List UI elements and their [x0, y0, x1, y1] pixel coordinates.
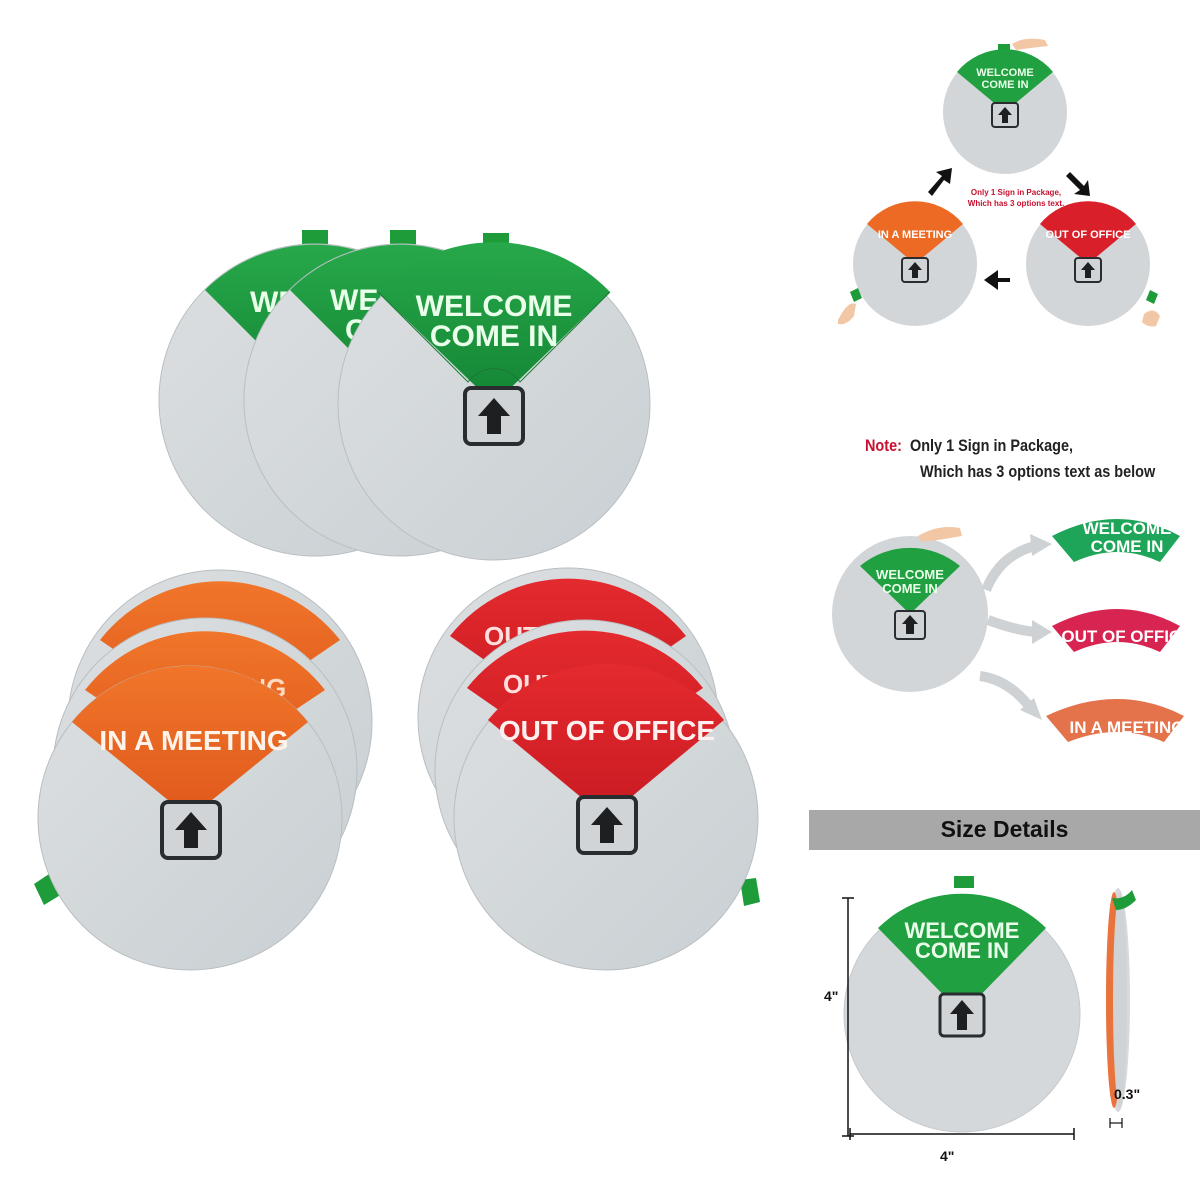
- thickness-label: 0.3": [1114, 1086, 1141, 1102]
- cycle-disc-welcome: [943, 44, 1067, 174]
- option-welcome-line2: COME IN: [1090, 537, 1164, 556]
- cycle-welcome-line1: WELCOME: [976, 67, 1033, 79]
- out-text: OUT OF OFFICE: [499, 715, 715, 746]
- options-welcome-line2: COME IN: [882, 581, 938, 596]
- arrow-icon: [986, 615, 1036, 637]
- cycle-disc-out: [1026, 201, 1158, 326]
- arrow-icon: [984, 270, 1010, 290]
- cycle-welcome-line2: COME IN: [981, 79, 1028, 91]
- height-label: 4": [824, 988, 839, 1004]
- cycle-disc-meeting: [850, 201, 977, 326]
- option-out-text: OUT OF OFFICE: [1061, 627, 1193, 646]
- size-details-header: [809, 810, 1200, 850]
- meeting-text: IN A MEETING: [99, 725, 288, 756]
- option-meeting-text: IN A MEETING: [1069, 718, 1185, 737]
- meeting-disc-front: [34, 665, 343, 971]
- welcome-disc-front: [337, 233, 651, 561]
- option-meeting: [1046, 699, 1184, 742]
- options-disc: [832, 536, 988, 692]
- option-welcome: [1052, 519, 1180, 562]
- hand-icon: [1012, 38, 1048, 50]
- side-profile: [1106, 888, 1136, 1112]
- cycle-note-line2: Which has 3 options text.: [968, 199, 1064, 208]
- width-label: 4": [940, 1148, 955, 1164]
- rotation-cycle-diagram: WELCOME COME IN IN A MEETING OUT OF OFFI…: [838, 38, 1160, 327]
- note-text-2: Which has 3 options text as below: [920, 462, 1156, 481]
- options-diagram: WELCOME COME IN: [832, 519, 1184, 742]
- hand-icon: [1142, 310, 1160, 327]
- arrow-icon: [1066, 172, 1090, 196]
- arrow-icon: [981, 541, 1037, 592]
- product-photo: WE WEL CO WELCOME COME IN ING IN A MEETI…: [34, 230, 760, 971]
- cycle-note-line1: Only 1 Sign in Package,: [971, 188, 1061, 197]
- welcome-text-line1: WELCOME: [416, 290, 573, 323]
- size-welcome-line1: WELCOME: [905, 918, 1020, 943]
- note-text-1: Only 1 Sign in Package,: [909, 436, 1073, 455]
- arrow-icon: [979, 671, 1037, 714]
- hand-icon: [838, 303, 856, 325]
- size-details-title: Size Details: [940, 816, 1069, 842]
- size-disc: [843, 876, 1081, 1133]
- options-welcome-line1: WELCOME: [876, 567, 944, 582]
- cycle-out-text: OUT OF OFFICE: [1046, 229, 1131, 241]
- option-welcome-line1: WELCOME: [1082, 519, 1172, 538]
- option-out: [1052, 609, 1180, 652]
- size-welcome-line2: COME IN: [915, 938, 1009, 963]
- note-label: Note:: [865, 436, 902, 455]
- welcome-text-line2: COME IN: [430, 320, 558, 353]
- out-disc-front: [453, 663, 760, 971]
- size-diagram: WELCOME COME IN: [842, 876, 1136, 1140]
- note-line1: Note: Only 1 Sign in Package,: [865, 436, 1073, 456]
- hand-icon: [918, 527, 962, 542]
- cycle-meeting-text: IN A MEETING: [878, 229, 952, 241]
- arrow-icon: [928, 168, 952, 196]
